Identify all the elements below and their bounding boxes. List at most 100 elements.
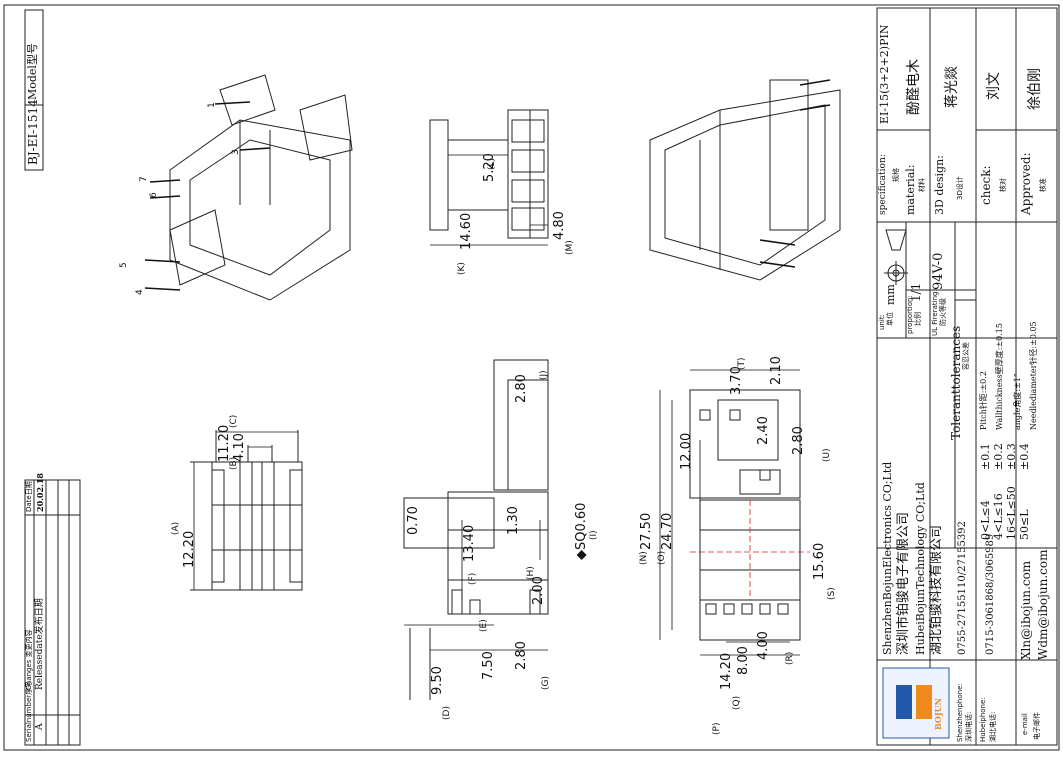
- dim-sq-0-60: ◆SQ0.60: [574, 502, 589, 560]
- dim-3-70: 3.70: [729, 366, 744, 395]
- side-view: [429, 109, 549, 239]
- sheet-border: [3, 4, 1060, 751]
- ref-Q: (Q): [732, 695, 742, 710]
- ref-P: (P): [712, 722, 722, 735]
- dim-7-50: 7.50: [481, 651, 496, 680]
- fire-value: 94V-0: [931, 252, 946, 290]
- dim-2-00: 2.00: [531, 576, 546, 605]
- ref-K: (K): [457, 262, 467, 275]
- sz-phone-label: Shenzhenphone:: [956, 683, 964, 742]
- dim-12-20: 12.20: [182, 530, 197, 568]
- dim-24-70: 24.70: [660, 512, 675, 550]
- ref-H: (H): [526, 566, 536, 580]
- unit-label-cn: 单位: [886, 312, 894, 326]
- hb-phone-value: 0715-3061868/3065989: [985, 533, 996, 655]
- ref-O: (O): [657, 550, 667, 565]
- pin-4: 4: [135, 289, 145, 295]
- dim-12-00: 12.00: [679, 432, 694, 470]
- dim-4-00: 4.00: [756, 631, 771, 660]
- pin-7: 7: [139, 176, 149, 182]
- changes-row-serial: A: [35, 723, 45, 731]
- dim-15-60: 15.60: [812, 542, 827, 580]
- email-label: e-mail: [1021, 713, 1029, 735]
- check-label: check:: [979, 165, 993, 205]
- design-value: 蒋光燚: [944, 66, 960, 108]
- section-view: [403, 359, 549, 700]
- pin-1: 1: [207, 102, 217, 108]
- sz-phone-label-cn: 深圳电话:: [965, 711, 973, 742]
- approved-label-cn: 核准: [1039, 178, 1047, 192]
- tol-needle: Needlediameter针径:±0.05: [1029, 321, 1038, 430]
- tolerance-title-cn: 容忍公差: [962, 342, 970, 370]
- tol-wall: Wallthickness壁厚度:±0.15: [995, 323, 1004, 430]
- dim-14-60: 14.60: [459, 212, 474, 250]
- pin-6: 6: [149, 192, 159, 198]
- fire-label: UL Firerating:: [931, 289, 939, 336]
- changes-row-content: Releasedate发布日期: [35, 598, 45, 690]
- pin-5: 5: [119, 262, 129, 268]
- sz-phone-value: 0755-27155110/27155392: [957, 521, 968, 655]
- tol-pitch: Pitch针距:±0.2: [979, 371, 988, 430]
- dim-2-80c: 2.80: [791, 426, 806, 455]
- dim-14-20: 14.20: [719, 652, 734, 690]
- ref-M: (M): [565, 240, 575, 255]
- isometric-view-left: [169, 74, 353, 301]
- dim-0-70: 0.70: [406, 506, 421, 535]
- ref-U: (U): [822, 448, 832, 462]
- changes-header-date: Date日期: [25, 481, 33, 512]
- company-line-1: ShenzhenBojunElectronics CO;Ltd: [881, 461, 894, 655]
- dim-27-50: 27.50: [639, 512, 654, 550]
- dim-9-50: 9.50: [430, 666, 445, 695]
- ref-R: (R): [785, 651, 795, 665]
- ref-A: (A): [171, 521, 181, 535]
- company-line-3: HubeiBojunTechnology CO;Ltd: [914, 482, 927, 655]
- ref-E: (E): [479, 619, 489, 632]
- fire-label-cn: 防火等级: [939, 298, 947, 326]
- changes-row-date: 20.02.18: [35, 473, 45, 512]
- ref-F: (F): [468, 572, 478, 585]
- material-label: material:: [904, 164, 917, 215]
- ref-J: (J): [539, 370, 549, 380]
- unit-label: unit:: [878, 314, 886, 330]
- dim-13-40: 13.40: [462, 524, 477, 562]
- ref-D: (D): [442, 706, 452, 720]
- proportion-label-cn: 比例: [914, 312, 922, 326]
- ref-S: (S): [827, 587, 837, 600]
- dim-2-80b: 2.80: [514, 374, 529, 403]
- dim-1-30: 1.30: [506, 506, 521, 535]
- check-value: 刘文: [986, 72, 1002, 100]
- dim-2-80a: 2.80: [514, 641, 529, 670]
- changes-table: [24, 479, 81, 746]
- email-value-2: Wdm@ibojun.com: [1036, 549, 1050, 660]
- ref-I: (I): [589, 530, 599, 540]
- model-box: [24, 9, 44, 171]
- approved-label: Approved:: [1019, 152, 1033, 215]
- ref-L: (L): [487, 157, 497, 170]
- company-line-4: 湖北铂骏科技有限公司: [929, 524, 944, 655]
- tol-value-1: ±0.1: [979, 443, 992, 470]
- pin-3: 3: [231, 149, 241, 155]
- tol-range-4: 50≤L: [1018, 509, 1031, 540]
- tol-angle: angle角度:±1°: [1013, 373, 1022, 430]
- spec-value: EI-15(3+2+2)PIN: [878, 24, 891, 124]
- proportion-value: 1/1: [909, 282, 923, 302]
- changes-header-content: Changes 变更内容: [25, 629, 33, 690]
- isometric-view-right: [649, 79, 841, 281]
- company-line-2: 深圳市铂骏电子有限公司: [896, 511, 911, 655]
- logo-text: BOJUN: [933, 698, 943, 730]
- design-label-cn: 3D设计: [956, 176, 964, 200]
- unit-value: mm: [884, 284, 897, 305]
- tolerance-title: Toleranttolerances: [949, 325, 963, 440]
- ref-C: (C): [229, 414, 239, 428]
- email-value-1: Xln@ibojun.com: [1019, 560, 1033, 660]
- email-label-cn: 电子邮件: [1033, 712, 1041, 740]
- hb-phone-label-cn: 湖北电话:: [989, 711, 997, 742]
- dim-2-40: 2.40: [756, 416, 771, 445]
- title-block: [876, 7, 1058, 746]
- tol-range-3: 16<L≤50: [1005, 486, 1018, 540]
- design-label: 3D design:: [933, 155, 946, 215]
- tol-value-2: ±0.2: [992, 443, 1005, 470]
- ref-N: (N): [639, 551, 649, 565]
- dim-4-80: 4.80: [552, 211, 567, 240]
